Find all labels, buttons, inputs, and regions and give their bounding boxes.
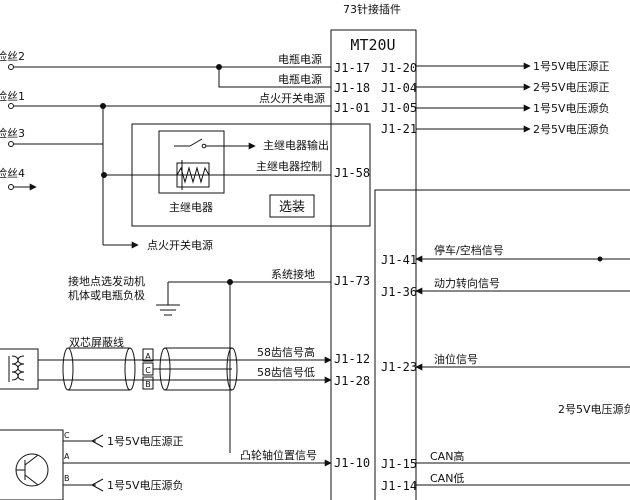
pin-j1-04: J1-04	[381, 81, 417, 95]
tooth-signal-high: 58齿信号高	[257, 345, 315, 359]
pin-j1-17: J1-17	[334, 61, 370, 75]
pin-j1-23: J1-23	[381, 360, 417, 374]
pin-j1-28: J1-28	[334, 374, 370, 388]
sensor-pin-a: A	[64, 452, 70, 461]
v2-negative: 2号5V电压源负	[533, 122, 610, 136]
fuse-4-label: 险丝4	[0, 166, 25, 180]
ignition-wires: 点火开关电源 点火开关电源	[14, 91, 331, 252]
system-ground: 系统接地	[271, 268, 315, 281]
battery-power-1: 电瓶电源	[278, 52, 322, 66]
v1-positive: 1号5V电压源正	[533, 59, 610, 73]
pin-j1-41: J1-41	[381, 253, 417, 267]
left-pins: J1-17 J1-18 J1-01 J1-58 J1-73 J1-12 J1-2…	[334, 61, 370, 470]
fuse-3-label: 险丝3	[0, 126, 25, 140]
sensor-pin-c: C	[64, 431, 70, 440]
pin-j1-01: J1-01	[334, 101, 370, 115]
fuse-2-label: 险丝2	[0, 49, 25, 63]
sensor-ground: 1号5V电压源负	[107, 478, 184, 492]
pin-j1-20: J1-20	[381, 61, 417, 75]
can-low: CAN低	[430, 472, 464, 485]
relay-block: 主继电器输出 主继电器控制 主继电器 选装	[101, 123, 371, 227]
pin-j1-15: J1-15	[381, 457, 417, 471]
pin-j1-10: J1-10	[334, 456, 370, 470]
ignition-power-out: 点火开关电源	[147, 238, 213, 252]
ecu-name: MT20U	[350, 36, 395, 54]
relay-output: 主继电器输出	[263, 138, 329, 152]
cam-position-signal: 凸轮轴位置信号	[240, 448, 317, 462]
fuse-1-label: 险丝1	[0, 89, 25, 103]
plug-pin-b: B	[145, 380, 151, 389]
ground-section: 接地点选发动机 机体或电瓶负极 系统接地	[68, 268, 331, 453]
ecu-box	[330, 29, 417, 500]
shielded-cable: 双芯屏蔽线 A C B 58齿信号高 58齿信号低	[0, 335, 332, 391]
pin-j1-14: J1-14	[381, 479, 417, 493]
park-neutral-signal: 停车/空档信号	[434, 243, 504, 257]
right-outputs: 1号5V电压源正 2号5V电压源正 1号5V电压源负 2号5V电压源负 J1-2…	[381, 59, 610, 136]
fuse-labels: 险丝2 险丝1 险丝3 险丝4	[0, 49, 37, 191]
tooth-signal-low: 58齿信号低	[257, 366, 315, 379]
right-connector-box	[374, 189, 630, 500]
can-high: CAN高	[430, 449, 464, 463]
pin-j1-18: J1-18	[334, 81, 370, 95]
pin-j1-73: J1-73	[334, 274, 370, 288]
pin-j1-05: J1-05	[381, 101, 417, 115]
battery-wires: 电瓶电源 电瓶电源	[14, 52, 331, 88]
connector-title: 73针接插件	[343, 2, 401, 16]
v1-negative: 1号5V电压源负	[533, 101, 610, 115]
right-inputs: 停车/空档信号 动力转向信号 油位信号 2号5V电压源负 CAN高 CAN低 J…	[381, 243, 630, 493]
ground-note-1: 接地点选发动机	[68, 274, 145, 288]
v2-negative-far: 2号5V电压源负	[558, 402, 630, 416]
pin-j1-12: J1-12	[334, 352, 370, 366]
pin-j1-58: J1-58	[334, 166, 370, 180]
sensor-supply: 1号5V电压源正	[107, 434, 184, 448]
pin-j1-21: J1-21	[381, 122, 417, 136]
optional-label: 选装	[279, 200, 305, 215]
cam-sensor: C A B 1号5V电压源正 1号5V电压源负 凸轮轴位置信号	[0, 429, 332, 500]
ground-note-2: 机体或电瓶负极	[68, 288, 145, 302]
relay-control: 主继电器控制	[256, 159, 322, 173]
oil-level-signal: 油位信号	[434, 352, 478, 366]
v2-positive: 2号5V电压源正	[533, 80, 610, 94]
relay-label: 主继电器	[169, 201, 213, 214]
sensor-pin-b: B	[64, 474, 70, 483]
plug-pin-c: C	[145, 366, 151, 375]
battery-power-2: 电瓶电源	[278, 72, 322, 86]
plug-pin-a: A	[145, 352, 151, 361]
shielded-cable-label: 双芯屏蔽线	[69, 335, 124, 349]
ignition-power: 点火开关电源	[259, 91, 325, 105]
power-steering-signal: 动力转向信号	[434, 276, 500, 290]
pin-j1-36: J1-36	[381, 285, 417, 299]
